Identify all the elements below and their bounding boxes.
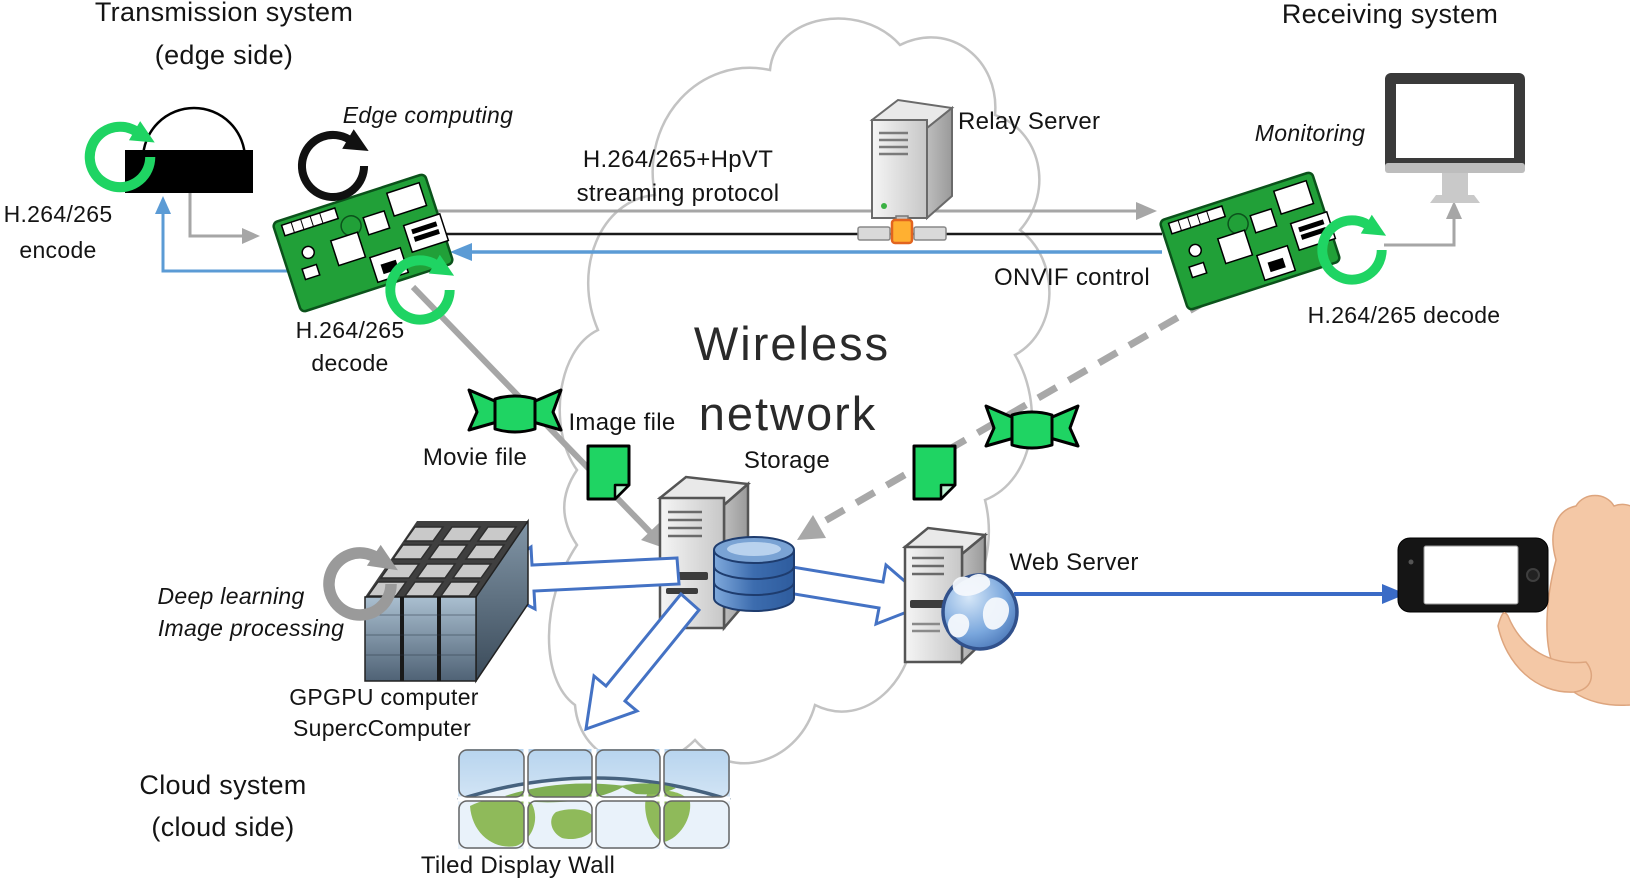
image-processing-label: Image processing xyxy=(157,615,345,641)
cloud-system-subtitle: (cloud side) xyxy=(151,812,295,842)
gpgpu-label: GPGPU computer xyxy=(289,684,479,710)
image-file-return-icon xyxy=(912,444,957,501)
encode-refresh-icon xyxy=(84,121,156,193)
smartphone-screen xyxy=(1423,545,1519,605)
onvif-control-label: ONVIF control xyxy=(994,264,1150,291)
pi-decode-label-line2: decode xyxy=(311,350,389,376)
encode-label-line1: H.264/265 xyxy=(3,201,113,227)
thumb-image xyxy=(1497,612,1593,693)
receiving-title: Receiving system xyxy=(1281,0,1499,29)
raspberry-pi-transmitter-icon xyxy=(272,173,454,313)
transmission-title: Transmission system xyxy=(94,0,354,27)
web-to-phone-line xyxy=(1014,584,1406,604)
pi-decode-label-line1: H.264/265 xyxy=(295,317,405,343)
tiled-display-label: Tiled Display Wall xyxy=(420,852,616,879)
web-server-label: Web Server xyxy=(1009,549,1139,576)
receiver-decode-label: H.264/265 decode xyxy=(1307,302,1501,328)
image-file-label: Image file xyxy=(568,409,676,436)
processing-refresh-icon xyxy=(323,544,398,621)
globe-icon xyxy=(941,573,1019,651)
receiver-decode-refresh-icon xyxy=(1317,214,1387,285)
wireless-label-line1: Wireless xyxy=(693,317,891,370)
image-transfer-dashed-line xyxy=(797,296,1210,540)
camera-pi-links xyxy=(155,193,322,273)
monitor-icon xyxy=(1384,73,1525,247)
smartphone-in-hand-icon xyxy=(1397,494,1630,706)
edge-computing-refresh-icon xyxy=(297,129,369,202)
pi-decode-refresh-icon xyxy=(385,254,455,325)
raspberry-pi-receiver-icon xyxy=(1159,171,1341,311)
transmission-subtitle: (edge side) xyxy=(154,40,294,70)
tiled-display-icon xyxy=(457,749,731,849)
cloud-system-title: Cloud system xyxy=(139,770,307,800)
edge-computing-label: Edge computing xyxy=(342,102,514,128)
streaming-link-lines xyxy=(437,202,1162,261)
storage-label: Storage xyxy=(743,447,831,474)
encode-label-line2: encode xyxy=(19,237,97,263)
movie-file-return-icon xyxy=(984,404,1080,450)
web-server-icon xyxy=(901,526,989,665)
relay-server-label: Relay Server xyxy=(958,108,1101,135)
protocol-label-line1: H.264/265+HpVT xyxy=(582,146,774,173)
image-file-icon xyxy=(586,444,631,501)
database-icon xyxy=(713,536,795,612)
supercomputer-label: SupercComputer xyxy=(292,715,472,741)
relay-server-icon xyxy=(857,98,955,245)
wireless-label-line2: network xyxy=(698,387,878,440)
movie-file-icon xyxy=(467,388,563,434)
arrow-to-display xyxy=(584,591,702,732)
deep-learning-label: Deep learning xyxy=(157,583,305,609)
protocol-label-line2: streaming protocol xyxy=(576,180,780,207)
monitoring-label: Monitoring xyxy=(1254,120,1366,146)
movie-file-label: Movie file xyxy=(422,444,528,471)
